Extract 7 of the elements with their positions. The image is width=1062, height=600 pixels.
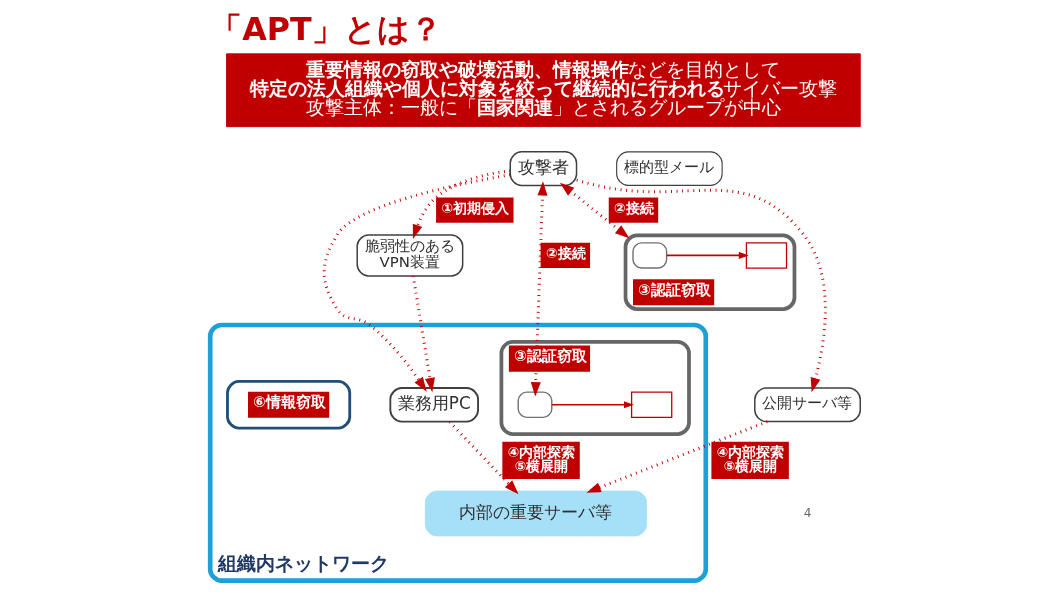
- label: 4: [803, 505, 811, 520]
- edge-label: ②接続: [545, 245, 586, 262]
- edge-label: ④内部探索⑤横展開: [716, 443, 784, 474]
- edge-label: ②接続: [613, 199, 654, 216]
- edge-label: ④内部探索⑤横展開: [506, 443, 575, 474]
- diagram-title: 「APT」とは？: [209, 11, 442, 48]
- edge-label: ①初期侵入: [440, 199, 509, 216]
